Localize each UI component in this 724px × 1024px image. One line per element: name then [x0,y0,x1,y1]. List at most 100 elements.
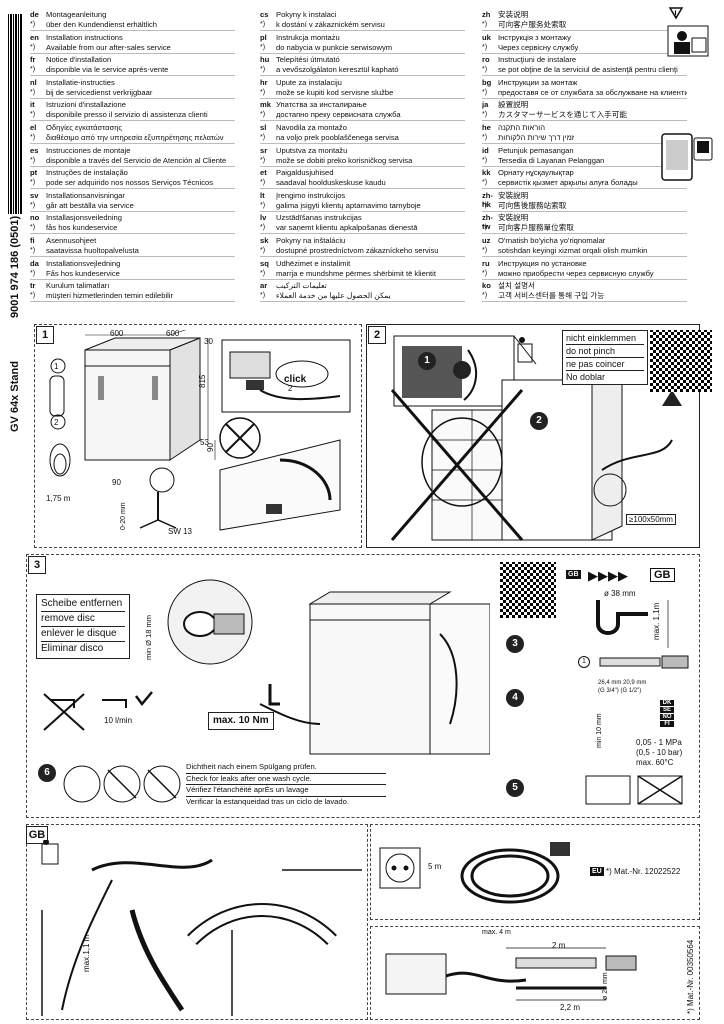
cart-icon: *) [30,292,36,300]
language-availability: k dostání v zákaznickém servisu [276,20,385,29]
language-availability: dostupné prostredníctvom zákazníckeho se… [276,246,439,255]
wrench-size: SW 13 [168,527,193,536]
language-code: sk [260,236,269,245]
cart-icon: *) [260,21,266,28]
panel-2-illustration [372,330,696,542]
panel-1-number: 1 [36,326,54,344]
arrow-icon: ▶▶▶▶ [588,568,628,583]
language-title: הוראות התקנה [498,123,546,132]
panel-3-step-6: 6 [38,764,56,782]
thread-dims: 26,4 mm 20,9 mm [598,680,647,686]
language-availability: bij de servicedienst verkrijgbaar [46,87,153,97]
language-entry-pt: pt Instruções de instalação *) pode ser adq… [30,168,235,190]
language-title: Instrucciones de montaje [46,145,131,155]
language-code: el [30,123,37,132]
language-availability: disponible via le service après-vente [46,65,169,75]
pinch-warning-fr: ne pas coincer [566,358,644,371]
language-availability: 可向客戶服務單位索取 [498,223,574,233]
pinch-warning-en: do not pinch [566,345,644,358]
language-code: id [482,145,489,155]
language-code: fr [30,55,36,65]
eu-tag: EU [590,867,604,876]
dim-top: 30 [204,337,213,346]
panel-2-number: 2 [368,326,386,344]
power-cable-length: 5 m [428,862,442,871]
material-number-1: *) Mat.-Nr. 12022522 [606,867,681,876]
language-code: ko [482,281,491,291]
language-code: hu [260,55,270,65]
language-availability: 可向客户服务处索取 [498,20,567,29]
country-code-fi: FI [660,721,674,727]
language-title: Упатства за инсталирање [276,100,367,110]
language-availability: fås hos kundeservice [46,223,118,233]
language-availability: går att beställa via service [46,200,134,210]
language-availability: do nabycia w punkcie serwisowym [276,42,393,52]
cart-icon: *) [482,111,488,119]
country-code-no: NO [660,714,674,720]
language-title: Įrengimo instrukcijos [276,190,346,200]
drain-diameter: ø 38 mm [604,589,636,598]
qr-code-panel-2 [650,330,712,392]
language-availability: предоставя се от службата за обслужване … [498,87,687,97]
cart-icon: *) [482,201,488,209]
panel-1 [34,324,362,548]
dim-height: 815 [198,374,207,388]
language-availability: 可向售後服務站索取 [498,200,567,210]
panel-power-cable [370,824,700,920]
language-title: Instruções de instalação [46,168,128,178]
flow-rate: 10 l/min [104,716,133,725]
language-title: Pokyny na inštaláciu [276,236,346,245]
pressure-specs: 0,05 - 1 MPa (0,5 - 10 bar) max. 60°C [636,738,682,768]
language-title: Kurulum talimatları [46,281,110,291]
language-availability: يمكن الحصول عليها من خدمة العملاء [276,291,391,301]
language-availability: marrja e mundshme përmes shërbimit të kl… [276,268,436,278]
language-entry-sk: sk Pokyny na inštaláciu *) dostupné prostre… [260,236,465,257]
language-title: تعليمات التركيب [276,281,327,291]
language-availability: pode ser adquirido nos nossos Serviços T… [46,178,214,188]
cart-icon: *) [260,247,266,254]
language-title: Инструкция по установке [498,258,587,268]
dim-width-1: 600 [110,329,124,338]
cart-icon: *) [260,111,266,119]
electrical-warning-icons [584,772,684,808]
language-availability: sotishdan keyingi xizmat orqali olish mu… [498,246,648,255]
cart-icon: *) [482,224,488,232]
cart-icon: *) [482,179,488,187]
language-entry-el: el Οδηγίες εγκατάστασης *) διαθέσιμο από τη… [30,123,235,144]
gb-arrow-row: GB ▶▶▶▶ GB [566,568,692,586]
language-code: pl [260,32,267,42]
socket-icon [378,846,422,890]
cart-icon: *) [30,179,36,187]
language-availability: διαθέσιμο από την υπηρεσία εξυπηρέτησης … [46,133,224,142]
language-code: ja [482,100,489,110]
pinch-warning-de: nicht einklemmen [566,332,644,345]
cart-icon: *) [30,269,36,277]
cart-icon: *) [260,88,266,96]
language-title: Asennusohjeet [46,236,97,245]
cart-icon: *) [30,134,36,141]
language-availability: može se kupiti kod servisne službe [276,87,394,97]
language-code: uz [482,236,491,245]
language-availability: saatavissa huoltopalvelusta [46,246,139,255]
language-code: fi [30,236,35,245]
language-title: Telepítési útmutató [276,55,340,65]
language-availability: se pot obţine de la serviciul de asisten… [498,65,678,75]
panel-3 [26,554,700,818]
hose-diameter: ø 22 mm [602,972,609,1000]
language-code: pt [30,168,38,178]
language-code: cs [260,10,269,19]
hose-length-2m: 2 m [552,941,566,950]
language-title: Οδηγίες εγκατάστασης [46,123,123,132]
language-title: 설치 설명서 [498,281,536,291]
